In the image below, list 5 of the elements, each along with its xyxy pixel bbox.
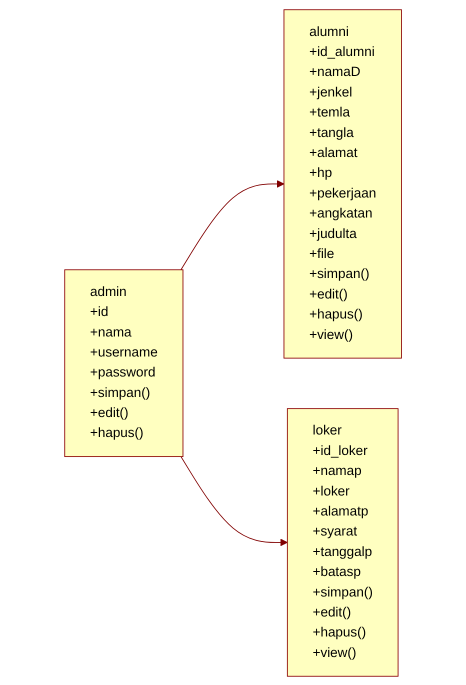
node-box: loker +id_loker +namap +loker +alamatp +syarat +tanggalp +batasp +simpan() +edit() +hapus() +view() [286,408,398,676]
arrow [180,180,284,270]
node-box: alumni +id_alumni +namaD +jenkel +temla +tangla +alamat +hp +pekerjaan +angkatan +judulta +file +simpan() +edit() +hapus() +view() [283,8,402,358]
node-box: admin +id +nama +username +password +simpan() +edit() +hapus() [64,268,184,457]
arrow [180,456,288,546]
